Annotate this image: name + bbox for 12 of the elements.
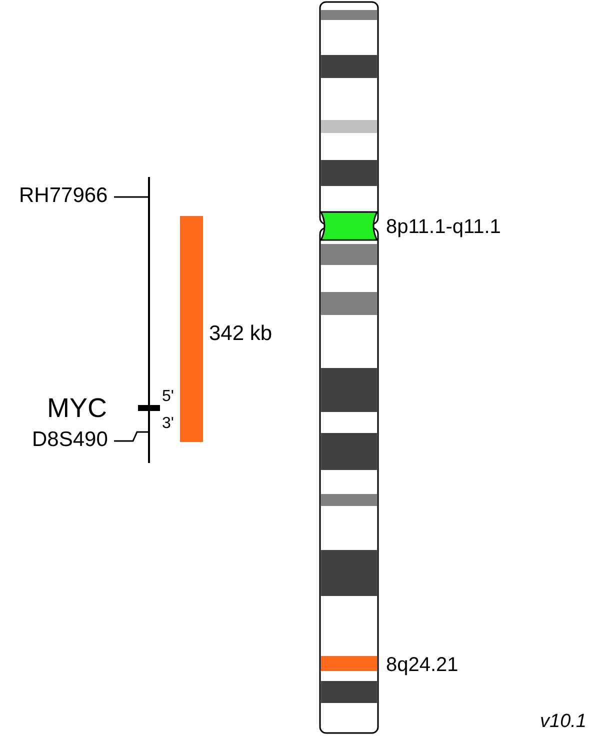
gene-label: MYC bbox=[47, 395, 107, 422]
leader-line bbox=[114, 431, 149, 442]
marker-label: RH77966 bbox=[19, 185, 108, 206]
end-label: 5' bbox=[162, 389, 174, 406]
version-label: v10.1 bbox=[540, 712, 586, 731]
band-label: 8q24.21 bbox=[386, 655, 458, 675]
band-label: 8p11.1-q11.1 bbox=[386, 217, 501, 237]
leader-line bbox=[114, 196, 149, 198]
size-label: 342 kb bbox=[209, 323, 272, 344]
marker-label: D8S490 bbox=[32, 429, 108, 450]
end-label: 3' bbox=[162, 416, 174, 432]
probe-bar bbox=[180, 216, 203, 442]
